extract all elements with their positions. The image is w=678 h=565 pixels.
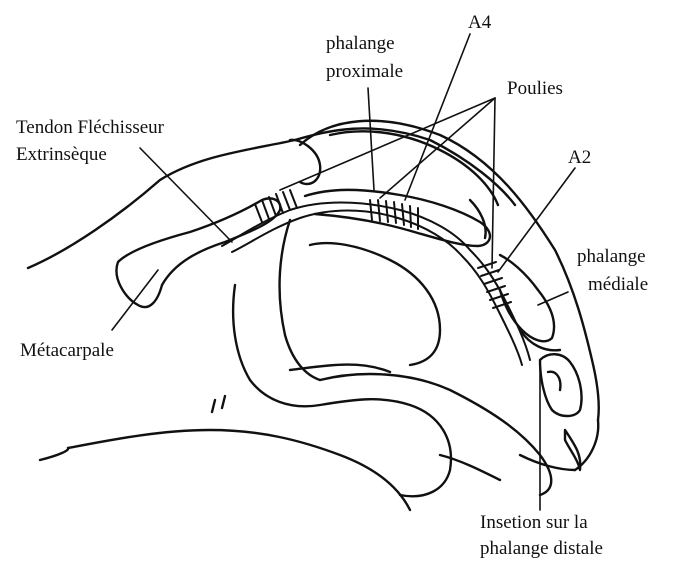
leader-poulies-1 [280, 98, 495, 190]
leader-poulies-2 [380, 98, 495, 198]
label-phalange-mediale-line2: médiale [588, 274, 648, 296]
label-insertion-line1: Insetion sur la [480, 512, 588, 534]
leader-phalange-proximale [368, 88, 374, 190]
label-tendon-line1: Tendon Fléchisseur [16, 117, 164, 139]
middle-phalanx-bone [500, 255, 554, 341]
label-phalange-proximale-line2: proximale [326, 61, 403, 83]
label-poulies: Poulies [507, 78, 563, 100]
palm-contour [40, 448, 68, 460]
leader-lines [112, 34, 575, 510]
label-a4: A4 [468, 12, 491, 34]
metacarpal-bone [116, 198, 280, 307]
folded-finger-4 [320, 374, 551, 495]
leader-tendon [140, 148, 232, 242]
label-phalange-proximale-line1: phalange [326, 33, 395, 55]
leader-a2 [498, 168, 575, 272]
metacarpal-head [290, 140, 320, 184]
flexor-tendon-inner [232, 211, 522, 366]
label-phalange-mediale-line1: phalange [577, 246, 646, 268]
fingernail [565, 430, 580, 470]
label-a2: A2 [568, 147, 591, 169]
leader-a4 [405, 34, 470, 200]
label-insertion-line2: phalange distale [480, 538, 603, 560]
label-tendon-line2: Extrinsèque [16, 144, 107, 166]
thumb-contour [68, 430, 410, 510]
folded-finger-2 [233, 285, 451, 496]
folded-finger-3 [310, 243, 440, 365]
label-metacarpale: Métacarpale [20, 340, 114, 362]
